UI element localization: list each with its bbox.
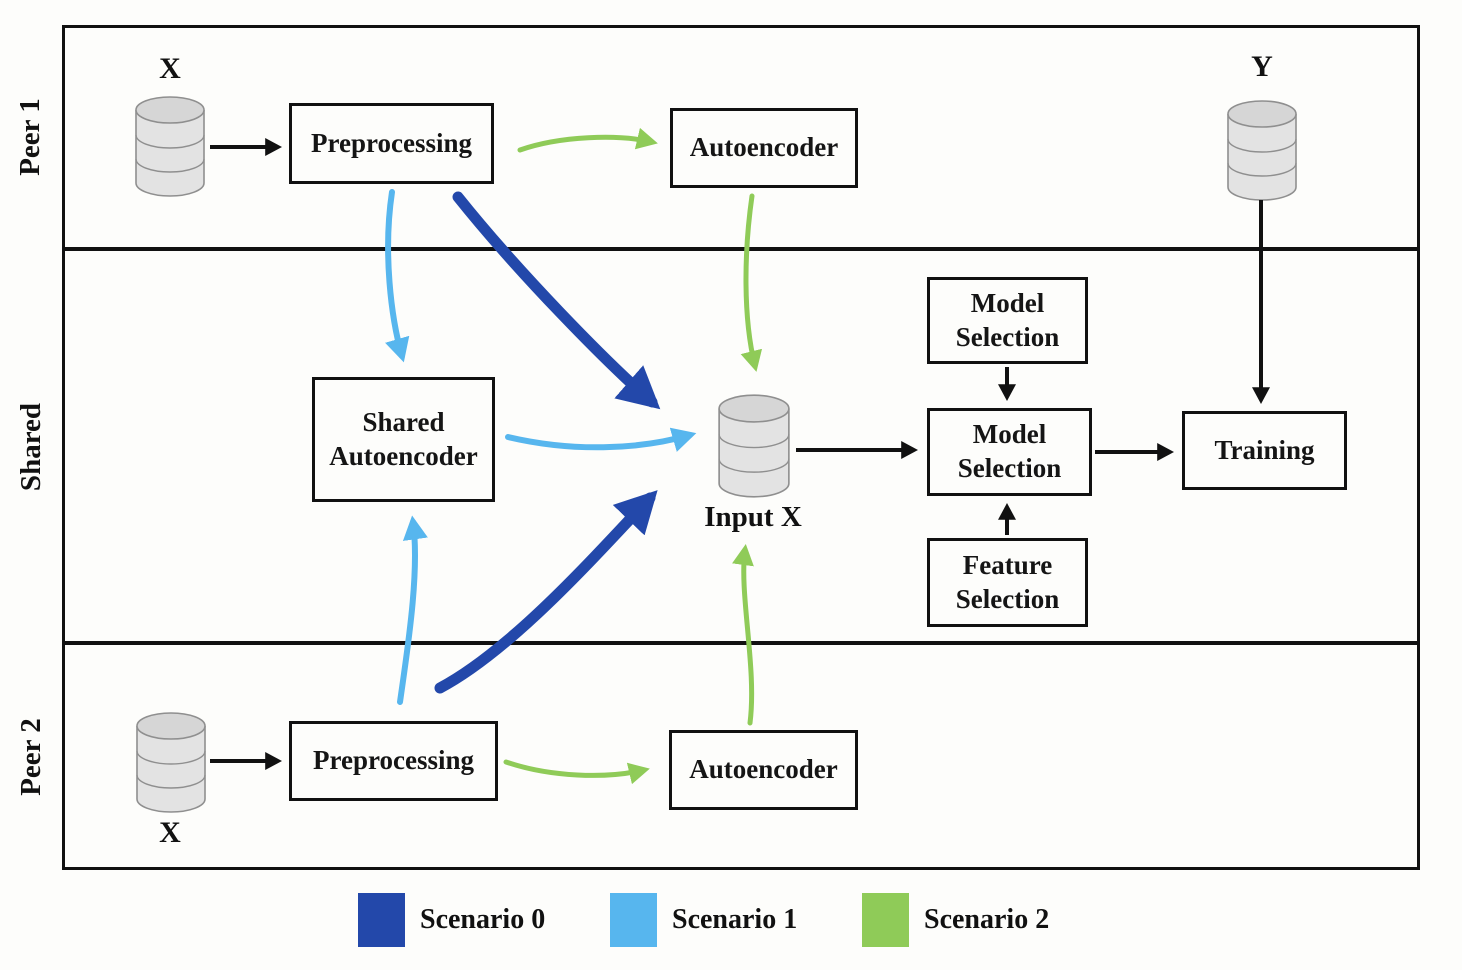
legend-item-scenario2: Scenario 2 bbox=[862, 893, 1049, 947]
db-label-x-peer1: X bbox=[159, 52, 181, 85]
db-body bbox=[136, 726, 206, 813]
database-icon-x-peer2 bbox=[132, 711, 210, 819]
database-icon-input-x bbox=[714, 393, 794, 504]
database-icon-y bbox=[1223, 99, 1301, 207]
db-body bbox=[718, 408, 790, 498]
db-band bbox=[1227, 138, 1297, 153]
db-top bbox=[1227, 100, 1297, 128]
db-label-x-peer2: X bbox=[159, 816, 181, 849]
db-top bbox=[718, 394, 790, 423]
legend-swatch-scenario2 bbox=[862, 893, 909, 947]
db-band bbox=[1227, 162, 1297, 177]
lane-divider-top bbox=[62, 247, 1420, 251]
diagram-border bbox=[62, 25, 1420, 870]
db-label-input-x: Input X bbox=[704, 501, 802, 533]
legend-swatch-scenario0 bbox=[358, 893, 405, 947]
model-selection-box: Model Selection bbox=[927, 408, 1092, 496]
db-band bbox=[135, 134, 205, 149]
legend-label-scenario0: Scenario 0 bbox=[420, 904, 546, 935]
lane-label-peer2: Peer 2 bbox=[15, 718, 47, 796]
legend-label-scenario2: Scenario 2 bbox=[924, 904, 1050, 935]
db-band bbox=[718, 434, 790, 449]
legend-swatch-scenario1 bbox=[610, 893, 657, 947]
lane-divider-bottom bbox=[62, 641, 1420, 645]
legend-label-scenario1: Scenario 1 bbox=[672, 904, 798, 935]
db-body bbox=[135, 110, 205, 197]
database-icon-x-peer1 bbox=[131, 95, 209, 203]
feature-selection-box: Feature Selection bbox=[927, 538, 1088, 627]
db-label-y: Y bbox=[1251, 50, 1273, 83]
db-top bbox=[135, 96, 205, 124]
lane-label-shared: Shared bbox=[15, 402, 47, 492]
autoencoder-peer2-box: Autoencoder bbox=[669, 730, 858, 810]
legend-item-scenario0: Scenario 0 bbox=[358, 893, 545, 947]
db-top bbox=[136, 712, 206, 740]
shared-autoencoder-box: Shared Autoencoder bbox=[312, 377, 495, 502]
model-selection-top-box: Model Selection bbox=[927, 277, 1088, 364]
training-box: Training bbox=[1182, 411, 1347, 490]
lane-label-peer1: Peer 1 bbox=[14, 98, 46, 176]
db-band bbox=[136, 774, 206, 789]
preprocessing-peer1-box: Preprocessing bbox=[289, 103, 494, 184]
db-band bbox=[136, 750, 206, 765]
db-band bbox=[718, 458, 790, 473]
db-band bbox=[135, 158, 205, 173]
legend-item-scenario1: Scenario 1 bbox=[610, 893, 797, 947]
autoencoder-peer1-box: Autoencoder bbox=[670, 108, 858, 188]
preprocessing-peer2-box: Preprocessing bbox=[289, 721, 498, 801]
